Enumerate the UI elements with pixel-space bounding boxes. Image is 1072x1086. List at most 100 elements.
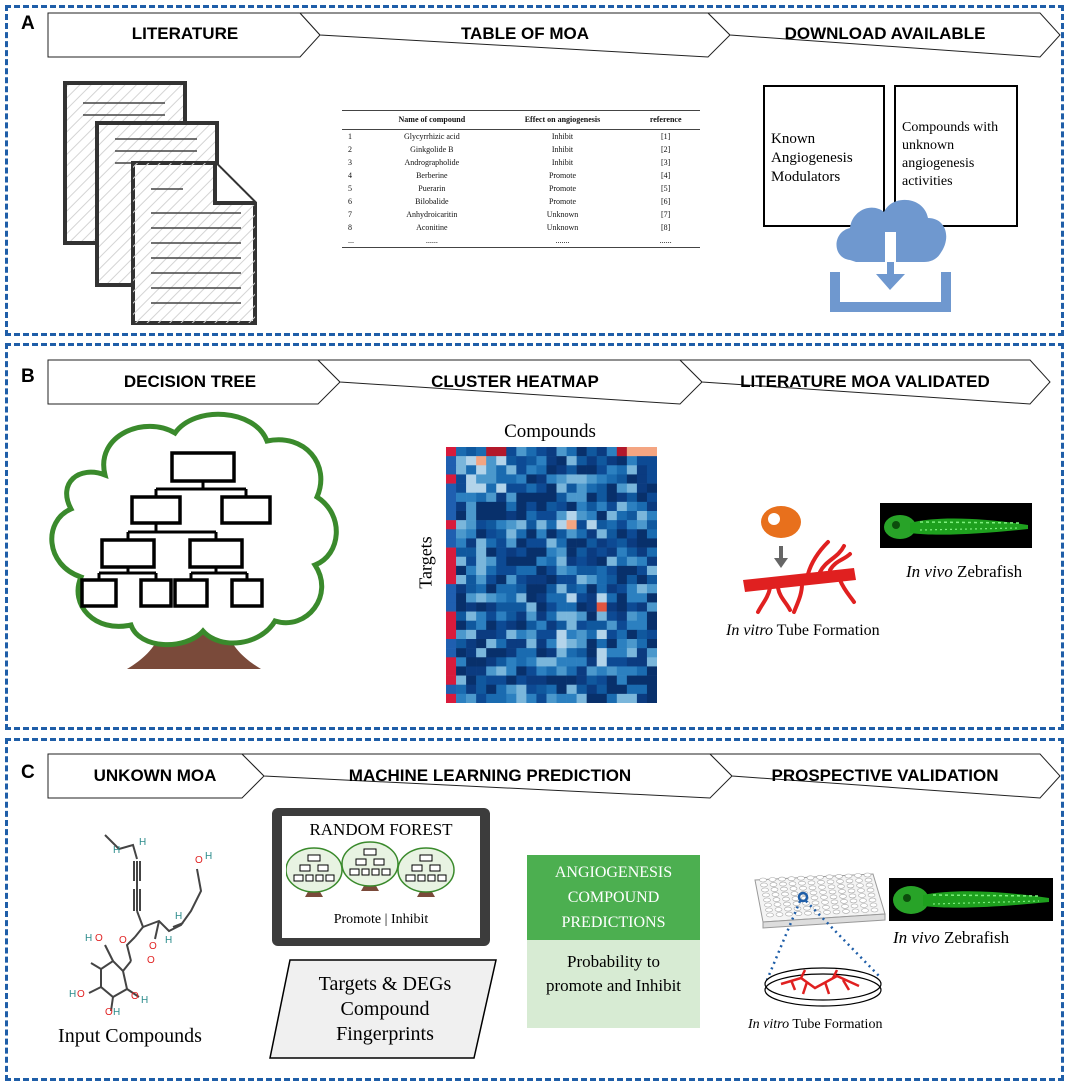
heatmap-cell — [456, 611, 467, 622]
heatmap-cell — [466, 492, 477, 503]
heatmap-cell — [586, 529, 598, 539]
heatmap-cell — [636, 675, 648, 686]
heatmap-cell — [476, 620, 487, 631]
heatmap-cell — [556, 556, 567, 567]
well — [816, 875, 824, 880]
well — [849, 898, 858, 904]
heatmap-cell — [636, 693, 648, 703]
heatmap-cell — [636, 492, 648, 503]
heatmap-cell — [486, 538, 497, 548]
heatmap-cell — [536, 575, 547, 585]
heatmap-cell — [556, 538, 567, 548]
panel-c-chevrons — [47, 753, 1061, 799]
heatmap-cell — [546, 584, 557, 594]
heatmap-cell — [456, 675, 467, 686]
heatmap-cell — [626, 593, 638, 603]
heatmap-cell — [546, 657, 557, 667]
moa-cell: ....... — [493, 234, 632, 248]
moa-cell: Glycyrrhizic acid — [403, 132, 460, 141]
heatmap-cell — [446, 547, 457, 558]
heatmap-cell — [446, 474, 457, 484]
heatmap-cell — [646, 547, 657, 558]
moa-cell: Aconitine — [416, 223, 448, 232]
svg-text:O: O — [77, 989, 85, 1000]
heatmap-cell — [546, 575, 557, 585]
well — [771, 892, 780, 897]
heatmap-cell — [556, 584, 567, 594]
heatmap-cell — [636, 611, 648, 622]
heatmap-cell — [606, 474, 618, 484]
heatmap-cell — [616, 501, 628, 512]
heatmap-cell — [596, 666, 608, 676]
heatmap-cell — [526, 511, 537, 521]
heatmap-cell — [636, 565, 648, 576]
heatmap-cell — [596, 492, 608, 503]
svg-text:O: O — [149, 941, 157, 952]
heatmap-cell — [646, 501, 657, 512]
heatmap-cell — [486, 666, 497, 676]
features-text: Targets & DEGs Compound Fingerprints — [318, 973, 452, 1045]
heatmap-cell — [506, 629, 517, 640]
heatmap-cell — [546, 474, 557, 484]
heatmap-cell — [526, 456, 537, 466]
heatmap-cell — [496, 556, 507, 567]
prediction-header — [527, 855, 700, 940]
well — [783, 901, 791, 907]
heatmap-cell — [576, 684, 587, 695]
well — [855, 878, 863, 883]
heatmap-cell — [576, 511, 587, 521]
well — [847, 888, 856, 894]
heatmap-cell — [586, 593, 598, 603]
heatmap-cell — [566, 648, 577, 658]
heatmap-cell — [516, 447, 527, 457]
heatmap-cell — [496, 602, 507, 612]
heatmap-cell — [576, 584, 587, 594]
heatmap-cell — [476, 584, 487, 594]
well — [764, 902, 772, 908]
well — [831, 904, 840, 910]
heatmap-cell — [526, 629, 537, 640]
heatmap-cell — [546, 456, 557, 466]
heatmap-cell — [566, 657, 577, 667]
moa-cell: 2 — [348, 145, 352, 154]
heatmap-cell — [616, 456, 628, 466]
heatmap-cell — [636, 620, 648, 631]
heatmap-cell — [636, 593, 648, 603]
heatmap-cell — [446, 639, 457, 649]
heatmap-cell — [516, 675, 527, 686]
well — [803, 905, 811, 911]
heatmap-cell — [576, 529, 587, 539]
heatmap-cell — [626, 483, 638, 494]
heatmap-cell — [516, 611, 527, 622]
well — [844, 873, 853, 879]
heatmap-cell — [546, 611, 557, 622]
heatmap-ylabel: Targets — [415, 536, 436, 589]
well — [830, 899, 839, 905]
heatmap-cell — [536, 584, 547, 594]
heatmap-cell — [446, 657, 457, 667]
heatmap-cell — [556, 675, 567, 686]
heatmap-cell — [456, 575, 467, 585]
heatmap-cell — [596, 611, 608, 622]
heatmap-cell — [626, 538, 638, 548]
panel-a-label: A — [21, 13, 35, 34]
well — [870, 907, 879, 913]
heatmap-cell — [536, 447, 547, 457]
heatmap-cell — [516, 501, 527, 512]
heatmap-cell — [516, 602, 527, 612]
invitro-c-rest: Tube Formation — [789, 1017, 883, 1032]
heatmap-cell — [566, 456, 577, 466]
heatmap-cell — [606, 492, 618, 503]
heatmap-cell — [456, 629, 467, 640]
heatmap-cell — [516, 629, 527, 640]
heatmap-cell — [446, 666, 457, 676]
heatmap-cell — [486, 465, 497, 475]
well — [836, 879, 844, 884]
heatmap-cell — [576, 556, 587, 567]
heatmap-cell — [466, 620, 477, 631]
heatmap-cell — [516, 620, 527, 631]
heatmap-cell — [536, 529, 547, 539]
heatmap-cell — [526, 483, 537, 494]
heatmap-cell — [476, 520, 487, 530]
heatmap-cell — [626, 547, 638, 558]
